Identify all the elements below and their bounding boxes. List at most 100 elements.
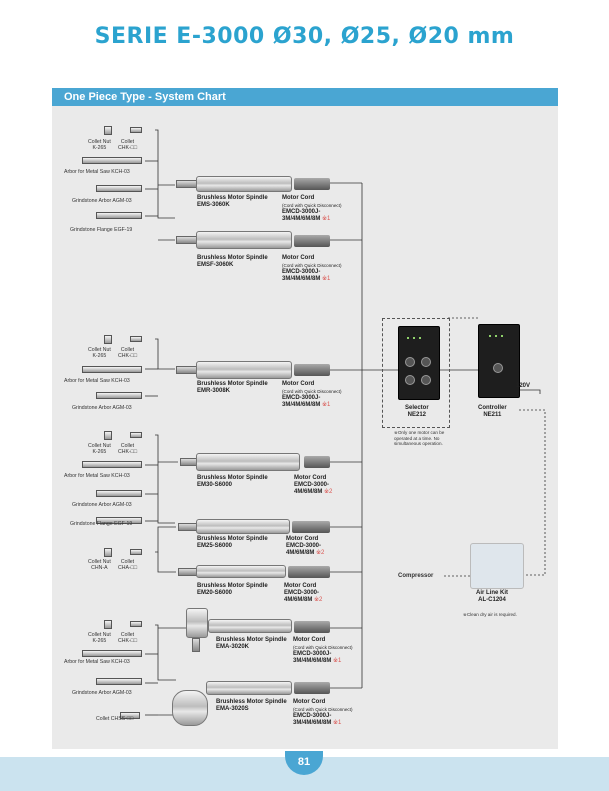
collet-nut-icon xyxy=(104,126,112,135)
spindle-em30-s6000 xyxy=(196,453,300,471)
spindle-nose xyxy=(176,180,198,188)
spindle-nose xyxy=(178,568,198,576)
grindstone-arbor-label: Grindstone Arbor AGM-03 xyxy=(72,502,132,508)
status-led xyxy=(413,337,415,339)
collet-icon xyxy=(130,432,142,438)
spindle-em25-s6000 xyxy=(196,519,290,534)
grindstone-flange-label: Grindstone Flange EGF-19 xyxy=(70,521,133,527)
spindle-emsf-3060k xyxy=(196,231,292,249)
grindstone-arbor-icon xyxy=(96,490,142,497)
cord-label: Motor Cord(Cord with Quick Disconnect) E… xyxy=(293,637,353,664)
page-title: SERIE E-3000 Ø30, Ø25, Ø20 mm xyxy=(94,24,515,49)
collet-label: Collet CHK-□□ xyxy=(118,347,137,359)
cord-label: Motor Cord EMCD-3000-4M/6M/8M ※2 xyxy=(286,536,325,556)
controller-unit xyxy=(478,324,520,398)
spindle-em20-s6000 xyxy=(196,565,286,578)
collet-nut-label: Collet Nut K-265 xyxy=(88,347,111,359)
spindle-ema-3020s xyxy=(206,681,292,695)
grindstone-flange-icon xyxy=(96,517,142,524)
grindstone-arbor-icon xyxy=(96,678,142,685)
cord-label: Motor Cord(Cord with Quick Disconnect) E… xyxy=(282,255,342,282)
spindle-ema-3020s-head xyxy=(172,690,208,726)
status-led xyxy=(501,335,503,337)
selector-knob xyxy=(405,375,415,385)
collet-label: Collet CHK-□□ xyxy=(118,139,137,151)
selector-knob xyxy=(421,357,431,367)
cord-connector xyxy=(294,235,330,247)
selector-frame xyxy=(382,318,450,428)
spindle-nose xyxy=(192,638,200,652)
air-line-kit-note: ※Clean dry air is required. xyxy=(463,612,517,617)
arbor-metal-saw-label: Arbor for Metal Saw KCH-03 xyxy=(64,659,130,665)
grindstone-flange-label: Grindstone Flange EGF-19 xyxy=(70,227,133,233)
collet-nut-icon xyxy=(104,335,112,344)
cord-label: Motor Cord EMCD-3000-4M/6M/8M ※2 xyxy=(284,583,323,603)
arbor-metal-saw-icon xyxy=(82,650,142,657)
arbor-metal-saw-icon xyxy=(82,461,142,468)
collet-nut-label: Collet Nut K-265 xyxy=(88,139,111,151)
grindstone-flange-icon xyxy=(96,212,142,219)
cord-connector xyxy=(294,364,330,376)
cord-label: Motor Cord(Cord with Quick Disconnect) E… xyxy=(282,195,342,222)
spindle-emr-3008k xyxy=(196,361,292,379)
status-led xyxy=(407,337,409,339)
collet-nut-label: Collet Nut K-265 xyxy=(88,632,111,644)
arbor-metal-saw-label: Arbor for Metal Saw KCH-03 xyxy=(64,169,130,175)
selector-unit xyxy=(398,326,440,400)
cord-connector xyxy=(292,521,330,533)
collet-label: Collet CHK-□□ xyxy=(118,632,137,644)
spindle-nose xyxy=(178,523,198,531)
section-header: One Piece Type - System Chart xyxy=(52,88,558,106)
air-line-kit-image xyxy=(470,543,524,589)
cord-connector xyxy=(294,178,330,190)
cord-connector xyxy=(294,682,330,694)
grindstone-arbor-icon xyxy=(96,185,142,192)
cord-label: Motor Cord(Cord with Quick Disconnect) E… xyxy=(293,699,353,726)
selector-note: ※Only one motor can be operated at a tim… xyxy=(394,430,445,447)
collet-label: Collet CHK-□□ xyxy=(118,443,137,455)
voltage-label: 120V xyxy=(516,383,531,389)
grindstone-arbor-label: Grindstone Arbor AGM-03 xyxy=(72,690,132,696)
collet-nut-label: Collet Nut CHN-A xyxy=(88,559,111,571)
grindstone-arbor-icon xyxy=(96,392,142,399)
arbor-metal-saw-icon xyxy=(82,157,142,164)
selector-knob xyxy=(405,357,415,367)
arbor-metal-saw-label: Arbor for Metal Saw KCH-03 xyxy=(64,378,130,384)
collet-chss-icon xyxy=(120,712,140,719)
cord-label: Motor Cord(Cord with Quick Disconnect) E… xyxy=(282,381,342,408)
arbor-metal-saw-label: Arbor for Metal Saw KCH-03 xyxy=(64,473,130,479)
cord-label: Motor Cord EMCD-3000-4M/6M/8M ※2 xyxy=(294,475,333,495)
spindle-ema-3020k xyxy=(208,619,292,633)
spindle-ema-3020k-head xyxy=(186,608,208,638)
collet-nut-icon xyxy=(104,548,112,557)
collet-nut-label: Collet Nut K-265 xyxy=(88,443,111,455)
grindstone-arbor-label: Grindstone Arbor AGM-03 xyxy=(72,405,132,411)
collet-nut-icon xyxy=(104,620,112,629)
collet-icon xyxy=(130,336,142,342)
collet-icon xyxy=(130,127,142,133)
compressor-label: Compressor xyxy=(398,573,434,579)
cord-connector xyxy=(288,566,330,578)
collet-icon xyxy=(130,549,142,555)
spindle-ems-3060k xyxy=(196,176,292,192)
spindle-nose xyxy=(176,366,198,374)
cord-connector xyxy=(304,456,330,468)
status-led xyxy=(495,335,497,337)
arbor-metal-saw-icon xyxy=(82,366,142,373)
status-led xyxy=(489,335,491,337)
selector-knob xyxy=(421,375,431,385)
status-led xyxy=(419,337,421,339)
collet-nut-icon xyxy=(104,431,112,440)
controller-knob xyxy=(493,363,503,373)
collet-label: Collet CHA-□□ xyxy=(118,559,137,571)
